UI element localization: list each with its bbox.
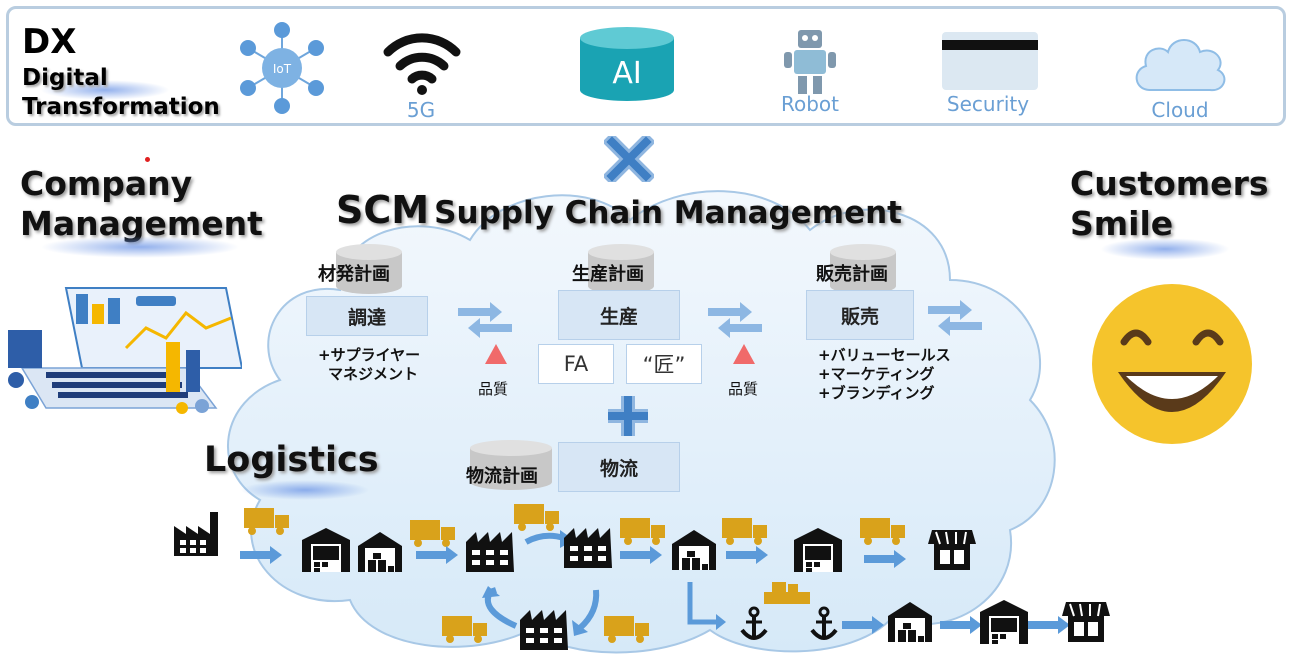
- customers-line1: Customers: [1070, 164, 1269, 203]
- procurement-plan-label: 材発計画: [318, 264, 390, 285]
- sales-note: +バリューセールス +マーケティング +ブランディング: [818, 346, 951, 403]
- ai-database-icon: AI: [580, 27, 674, 101]
- production-box: 生産: [558, 290, 680, 340]
- wifi-icon: [383, 33, 461, 95]
- customers-smile-label: Customers Smile: [1070, 164, 1268, 244]
- logistics-box: 物流: [558, 442, 680, 492]
- procurement-note-line2: マネジメント: [328, 365, 419, 383]
- quality-label-left: 品質: [478, 380, 509, 398]
- sales-customer-arrows: [928, 300, 982, 336]
- company-glow: [40, 236, 240, 258]
- scm-title-main: SCM: [336, 188, 430, 232]
- dx-glow: [40, 80, 170, 100]
- sales-note-line3: +ブランディング: [818, 384, 935, 402]
- logistics-label: Logistics: [204, 440, 379, 480]
- sales-note-line1: +バリューセールス: [818, 346, 951, 364]
- times-icon: [604, 136, 654, 182]
- sales-note-line2: +マーケティング: [818, 365, 935, 383]
- procurement-box: 調達: [306, 296, 428, 336]
- procurement-production-arrows: [458, 302, 512, 338]
- laptop-dashboard-icon: [8, 287, 242, 414]
- scm-title-rest: Supply Chain Management: [434, 195, 902, 231]
- sales-plan-db-icon: [830, 244, 896, 294]
- quality-warning-icon-right: [733, 344, 755, 364]
- procurement-note: +サプライヤー マネジメント: [318, 346, 420, 384]
- dx-subtitle-line1: Digital: [22, 65, 108, 91]
- robot-icon: [784, 30, 836, 94]
- sales-box: 販売: [806, 290, 914, 340]
- smiley-face-icon: [1092, 284, 1252, 444]
- logistics-glow: [240, 480, 370, 500]
- iot-label: IoT: [273, 62, 292, 76]
- procurement-note-line1: +サプライヤー: [318, 346, 421, 364]
- label-cloud: Cloud: [1151, 98, 1209, 122]
- logistics-plan-db-icon: [470, 440, 552, 490]
- company-line1: Company: [20, 164, 193, 203]
- label-robot: Robot: [780, 92, 839, 116]
- quality-warning-icon-left: [485, 344, 507, 364]
- cloud-icon: [1135, 39, 1226, 92]
- production-plan-label: 生産計画: [572, 264, 644, 285]
- takumi-box: “匠”: [626, 344, 702, 384]
- scm-title: SCM Supply Chain Management: [336, 188, 902, 232]
- customers-line2: Smile: [1070, 204, 1174, 243]
- dx-title: DX: [22, 22, 77, 62]
- label-security: Security: [946, 92, 1030, 116]
- dx-subtitle: Digital Transformation: [22, 64, 220, 122]
- company-management-label: Company Management: [20, 164, 263, 244]
- fa-box: FA: [538, 344, 614, 384]
- logistics-flow-diagram: [174, 504, 1111, 650]
- ai-label: AI: [612, 56, 641, 91]
- security-card-icon: [942, 32, 1038, 90]
- quality-label-right: 品質: [728, 380, 759, 398]
- red-dot: [145, 157, 150, 162]
- procurement-plan-db-icon: [336, 244, 402, 294]
- production-plan-db-icon: [588, 244, 654, 294]
- logistics-plan-label: 物流計画: [466, 466, 538, 487]
- customers-glow: [1100, 238, 1230, 260]
- iot-icon: IoT: [240, 22, 324, 114]
- plus-icon: [608, 396, 648, 436]
- production-sales-arrows: [708, 302, 762, 338]
- label-5g: 5G: [406, 98, 436, 122]
- dx-subtitle-line2: Transformation: [22, 94, 220, 120]
- sales-plan-label: 販売計画: [816, 264, 888, 285]
